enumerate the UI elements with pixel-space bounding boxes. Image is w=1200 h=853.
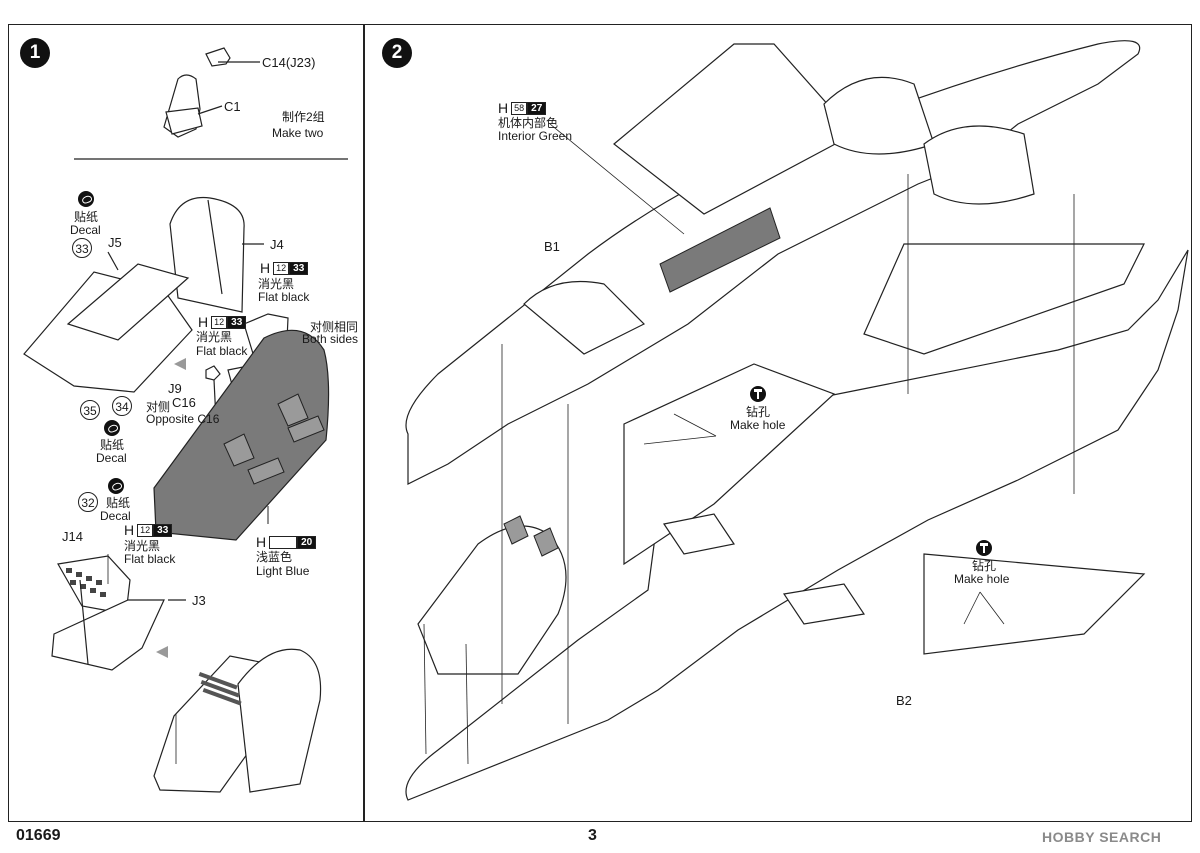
- step-1-drawings: [23, 47, 348, 793]
- label-b2: B2: [896, 693, 912, 708]
- interior-green-cn: 机体内部色: [498, 116, 559, 130]
- label-c14: C14(J23): [262, 55, 316, 70]
- flat-black-1-cn: 消光黑: [258, 277, 295, 291]
- step-2-drawings: [405, 40, 1189, 801]
- right-wing-lower: [923, 553, 1146, 655]
- paint-code-lb: [269, 535, 298, 549]
- opposite-cn: 对侧: [146, 400, 171, 414]
- label-j5: J5: [108, 235, 122, 250]
- make-two-en: Make two: [272, 126, 324, 140]
- decal-32-cn: 贴纸: [106, 496, 131, 510]
- drill-1-cn: 钻孔: [746, 405, 771, 419]
- paint-code-ig: 58: [511, 101, 528, 115]
- decal-number-34: 34: [112, 396, 132, 416]
- decal-34-en: Decal: [96, 451, 127, 465]
- label-j14: J14: [62, 529, 83, 544]
- flat-black-2-cn: 消光黑: [196, 330, 233, 344]
- decal-icon-33: [78, 191, 94, 207]
- flat-black-1-en: Flat black: [258, 290, 310, 304]
- left-wing-lower: [623, 363, 836, 566]
- both-sides-en: Both sides: [302, 332, 359, 346]
- paint-flat-black-1: H 12 33: [260, 260, 309, 276]
- interior-green-en: Interior Green: [498, 129, 573, 143]
- label-j9: J9: [168, 381, 182, 396]
- decal-number-35: 35: [80, 400, 100, 420]
- both-sides-cn: 对侧相同: [310, 320, 359, 334]
- step-1-badge: 1: [20, 38, 50, 68]
- paint-num-ig: 27: [527, 101, 547, 115]
- paint-flat-black-3: H 12 33: [124, 522, 173, 538]
- step-2-badge: 2: [382, 38, 412, 68]
- paint-light-blue: H 20: [256, 534, 317, 550]
- light-blue-en: Light Blue: [256, 564, 310, 578]
- watermark-text: HOBBY SEARCH: [1042, 829, 1162, 845]
- left-wing-upper: [613, 43, 855, 215]
- paint-flat-black-2: H 12 33: [198, 314, 247, 330]
- decal-32-en: Decal: [100, 509, 131, 523]
- page-number: 3: [588, 827, 597, 844]
- part-j14: [57, 555, 131, 615]
- paint-num-1: 33: [289, 261, 309, 275]
- paint-h-ig: H: [498, 100, 509, 116]
- drill-icon-1: [750, 386, 766, 402]
- label-c1: C1: [224, 99, 241, 114]
- handle-c14: [205, 47, 231, 67]
- label-c16: C16: [172, 395, 196, 410]
- decal-34-cn: 贴纸: [100, 438, 125, 452]
- make-two-cn: 制作2组: [282, 110, 325, 124]
- paint-code-1: 12: [273, 261, 290, 275]
- opposite-en: Opposite C16: [146, 412, 220, 426]
- decal-33-cn: 贴纸: [74, 210, 99, 224]
- drill-2-cn: 钻孔: [972, 559, 997, 573]
- flat-black-2-en: Flat black: [196, 344, 248, 358]
- paint-interior-green: H 58 27: [498, 100, 547, 116]
- paint-num-3: 33: [153, 523, 173, 537]
- label-j4: J4: [270, 237, 284, 252]
- catalog-number: 01669: [16, 827, 61, 844]
- decal-number-33: 33: [72, 238, 92, 258]
- label-b1: B1: [544, 239, 560, 254]
- part-j3: [51, 599, 165, 671]
- paint-num-lb: 20: [297, 535, 317, 549]
- paint-code-2: 12: [211, 315, 228, 329]
- decal-icon-32: [108, 478, 124, 494]
- interior-green-area: [659, 207, 781, 293]
- flat-black-3-en: Flat black: [124, 552, 176, 566]
- part-j4: [169, 196, 245, 313]
- paint-h-2: H: [198, 314, 209, 330]
- paint-h-3: H: [124, 522, 135, 538]
- light-blue-cn: 浅蓝色: [256, 550, 293, 564]
- paint-h-1: H: [260, 260, 271, 276]
- drill-icon-2: [976, 540, 992, 556]
- paint-num-2: 33: [227, 315, 247, 329]
- flat-black-3-cn: 消光黑: [124, 539, 161, 553]
- paint-code-3: 12: [137, 523, 154, 537]
- decal-icon-34: [104, 420, 120, 436]
- decal-number-32: 32: [78, 492, 98, 512]
- label-j3: J3: [192, 593, 206, 608]
- decal-33-en: Decal: [70, 223, 101, 237]
- paint-h-lb: H: [256, 534, 267, 550]
- drill-2-en: Make hole: [954, 572, 1010, 586]
- drill-1-en: Make hole: [730, 418, 786, 432]
